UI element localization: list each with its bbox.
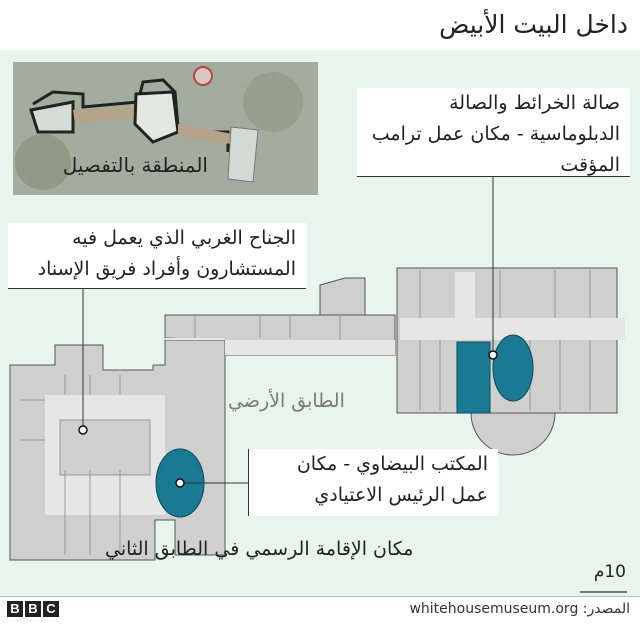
- bbc-logo-letter: C: [43, 601, 59, 617]
- page-title: داخل البيت الأبيض: [439, 10, 628, 39]
- callout-west-wing: الجناح الغربي الذي يعمل فيه المستشارون و…: [8, 223, 306, 289]
- diplomatic-room-highlight: [456, 341, 491, 414]
- source-credit: المصدر: whitehousemuseum.org: [409, 601, 630, 617]
- inset-label: المنطقة بالتفصيل: [62, 153, 208, 177]
- scale-label: 10م: [593, 562, 626, 582]
- map-room-highlight: [492, 334, 534, 402]
- floor-label: الطابق الأرضي: [228, 390, 345, 412]
- footer-divider: [0, 596, 640, 597]
- oval-office-dot: [175, 478, 185, 488]
- west-wing-dot: [78, 425, 88, 435]
- bbc-logo-letter: B: [7, 601, 23, 617]
- map-room-dot: [488, 350, 498, 360]
- residence-note: مكان الإقامة الرسمي في الطابق الثاني: [105, 538, 414, 560]
- aerial-inset: المنطقة بالتفصيل: [13, 62, 318, 195]
- callout-map-room: صالة الخرائط والصالة الدبلوماسية - مكان …: [357, 88, 630, 177]
- callout-oval-office: المكتب البيضاوي - مكان عمل الرئيس الاعتي…: [248, 449, 498, 516]
- scale-bar: [580, 591, 627, 593]
- colonnade: [164, 277, 396, 356]
- aerial-photo: [13, 62, 318, 195]
- west-wing: [9, 339, 226, 561]
- bbc-logo-letter: B: [25, 601, 41, 617]
- bbc-logo: B B C: [7, 601, 59, 617]
